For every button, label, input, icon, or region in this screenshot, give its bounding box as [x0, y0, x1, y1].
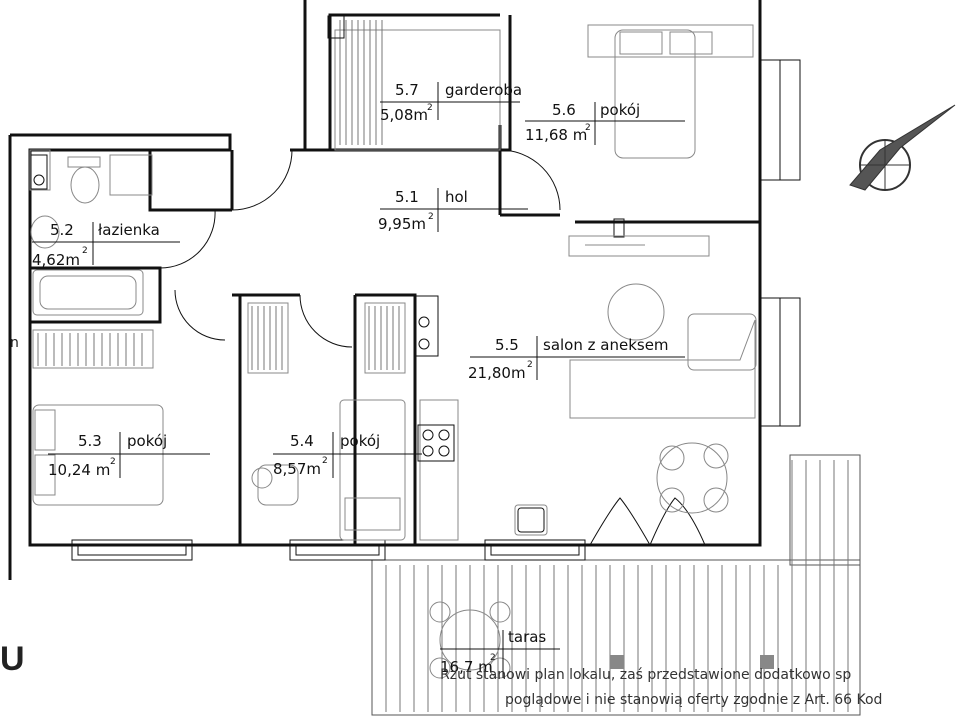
room-name: pokój: [600, 101, 640, 119]
room-label-5-1: 5.1 hol 9,95m 2: [378, 188, 528, 233]
room-number: 5.5: [495, 336, 519, 354]
room-number: 5.6: [552, 101, 576, 119]
room-area: 5,08m: [380, 106, 428, 124]
room-name: pokój: [127, 432, 167, 450]
room-area-sup: 2: [428, 212, 434, 222]
room-area: 21,80m: [468, 364, 526, 382]
left-edge-letter: n: [10, 335, 19, 351]
compass-north-arrow-icon: [849, 104, 956, 191]
disclaimer-line-1: Rzut stanowi plan lokalu, zaś przedstawi…: [440, 667, 852, 683]
room-name: łazienka: [98, 221, 160, 239]
room-label-5-4: 5.4 pokój 8,57m 2: [273, 432, 422, 478]
room-label-5-5: 5.5 salon z aneksem 21,80m 2: [468, 336, 685, 382]
sink-icon: [517, 507, 545, 533]
room-area: 8,57m: [273, 460, 321, 478]
room-label-5-7: 5.7 garderoba 5,08m 2: [380, 81, 522, 124]
room-area-sup: 2: [82, 246, 88, 256]
room-number: 5.7: [395, 81, 419, 99]
terrace-deck: [371, 454, 861, 716]
room-area: 9,95m: [378, 215, 426, 233]
room-area: 11,68 m: [525, 126, 587, 144]
room-label-5-2: 5.2 łazienka 4,62m 2: [32, 221, 180, 269]
room-area-sup: 2: [110, 457, 116, 467]
corner-letter: U: [0, 640, 25, 678]
wardrobe-hatching: [37, 20, 400, 370]
furniture: [29, 24, 757, 541]
room-label-5-3: 5.3 pokój 10,24 m 2: [48, 432, 210, 479]
room-label-5-6: 5.6 pokój 11,68 m 2: [525, 101, 685, 145]
room-name: garderoba: [445, 81, 522, 99]
terrace-area-sup: 2: [490, 653, 496, 663]
stove-icon: [417, 424, 455, 462]
disclaimer-line-2: poglądowe i nie stanowią oferty zgodnie …: [505, 692, 883, 708]
terrace-label: taras 16,7 m 2: [440, 628, 560, 678]
room-area-sup: 2: [322, 456, 328, 466]
terrace-name: taras: [508, 628, 546, 646]
terrace-table: [429, 601, 511, 679]
room-name: salon z aneksem: [543, 336, 669, 354]
doors: [159, 149, 706, 546]
room-area: 4,62m: [32, 251, 80, 269]
room-area-sup: 2: [585, 123, 591, 133]
ventilation-shaft-icon: [30, 15, 439, 357]
room-area-sup: 2: [427, 103, 433, 113]
windows: [71, 59, 801, 561]
terrace-area: 16,7 m: [440, 658, 493, 676]
room-number: 5.4: [290, 432, 314, 450]
room-name: pokój: [340, 432, 380, 450]
room-area: 10,24 m: [48, 461, 110, 479]
room-name: hol: [445, 188, 468, 206]
room-number: 5.3: [78, 432, 102, 450]
room-number: 5.2: [50, 221, 74, 239]
room-area-sup: 2: [527, 360, 533, 370]
room-number: 5.1: [395, 188, 419, 206]
walls: [8, 0, 762, 580]
